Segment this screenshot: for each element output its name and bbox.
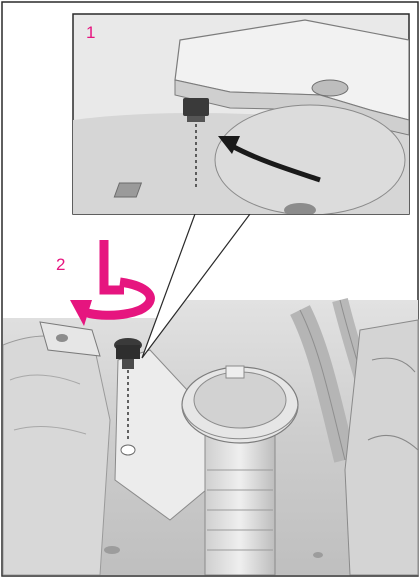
left-fender [3,336,110,575]
step-1-label: 1 [86,23,95,42]
inset-detail: 1 [73,14,409,217]
engine-bay-illustration [3,300,418,575]
step-2-label: 2 [56,255,65,274]
